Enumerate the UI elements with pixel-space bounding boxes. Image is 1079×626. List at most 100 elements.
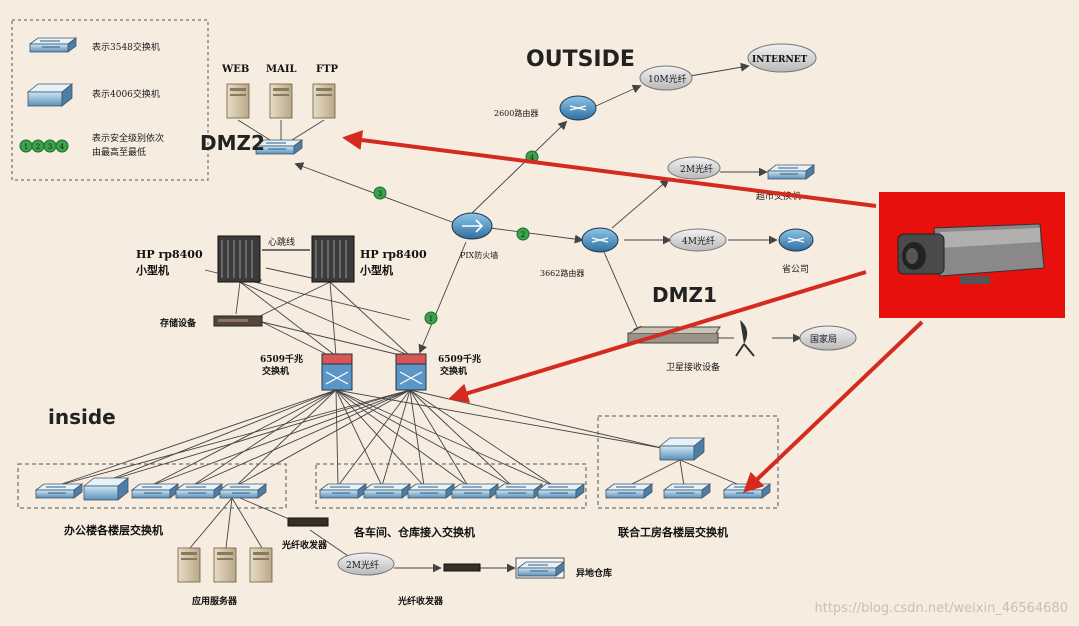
storage-device-icon <box>213 315 263 327</box>
server-label-web: WEB <box>221 64 249 75</box>
bureau-label: 国家局 <box>810 333 837 345</box>
legend-item-security-1: 表示安全级别依次 <box>92 132 164 144</box>
workshop-switch-group <box>315 463 587 509</box>
switch-icon <box>663 483 711 499</box>
joint-switches-label: 联合工房各楼层交换机 <box>618 525 728 539</box>
server-label-ftp: FTP <box>316 64 339 75</box>
hp-right-label-1: HP rp8400 <box>360 248 427 261</box>
core-switch-right-icon <box>395 353 427 391</box>
legend: 表示3548交换机 表示4006交换机 1 2 3 4 表示安全级别依次 由最高… <box>11 19 209 181</box>
storage-label: 存储设备 <box>160 317 197 329</box>
security-badge-dmz2: 3 <box>378 190 382 198</box>
hp-right-label-2: 小型机 <box>359 263 393 277</box>
fiber-tx-1-label: 光纤收发器 <box>281 539 328 551</box>
pix-firewall-label: PIX防火墙 <box>460 250 498 260</box>
switch-3548-icon <box>29 37 77 53</box>
office-switch-group <box>17 463 287 509</box>
legend-border <box>11 19 209 181</box>
satellite-dish-icon <box>735 320 755 357</box>
fiber-transceiver-icon <box>287 517 329 527</box>
link-4m-label: 4M光纤 <box>682 235 715 247</box>
core-left-label-2: 交换机 <box>262 365 289 377</box>
router-2600-label: 2600路由器 <box>494 108 538 118</box>
cloud-10m-icon <box>639 65 693 91</box>
watermark: https://blog.csdn.net/weixin_46564680 <box>814 601 1068 616</box>
legend-item-security-2: 由最高至最低 <box>92 146 146 158</box>
link-10m-label: 10M光纤 <box>648 73 687 85</box>
dmz2-label: DMZ2 <box>200 131 265 155</box>
security-badge-dmz1: 2 <box>521 231 525 239</box>
heartbeat-label: 心跳线 <box>268 236 295 248</box>
switch-icon <box>219 483 267 499</box>
dmz2-zone: WEB MAIL FTP DMZ2 <box>200 64 339 155</box>
warehouse-label: 异地仓库 <box>576 567 612 579</box>
hp-left-label-1: HP rp8400 <box>136 248 203 261</box>
bureau-cloud-icon <box>799 325 857 351</box>
red-arrows <box>342 130 924 493</box>
warehouse-switch-icon <box>515 557 565 579</box>
router-3662-label: 3662路由器 <box>540 268 584 278</box>
badge-digit: 3 <box>48 143 52 151</box>
camera-box <box>879 192 1065 318</box>
security-level-badges: 1 2 3 4 <box>19 139 69 153</box>
app-servers-label: 应用服务器 <box>192 595 238 607</box>
core-right-label-1: 6509千兆 <box>438 353 481 365</box>
ftp-server-icon <box>312 83 336 119</box>
fiber-transceiver-icon <box>443 563 481 572</box>
router-2600-icon <box>559 95 597 121</box>
branch-label: 省公司 <box>782 263 809 275</box>
switch-4006-icon <box>82 477 130 501</box>
cloud-4m-icon <box>669 228 727 252</box>
core-left-label-1: 6509千兆 <box>260 353 303 365</box>
pix-firewall-icon <box>451 212 493 240</box>
switch-icon <box>407 483 455 499</box>
joint-switch-group <box>597 415 779 509</box>
core-right-label-2: 交换机 <box>440 365 467 377</box>
office-switches-label: 办公楼各楼层交换机 <box>64 523 163 537</box>
workshop-switches-label: 各车间、仓库接入交换机 <box>353 525 475 539</box>
hp-server-left-icon <box>217 235 261 283</box>
switch-4006-icon <box>658 437 706 461</box>
internet-cloud-icon <box>747 43 817 73</box>
hp-left-label-2: 小型机 <box>135 263 169 277</box>
badge-digit: 4 <box>60 143 65 151</box>
switch-icon <box>537 483 585 499</box>
satellite-label: 卫星接收设备 <box>666 361 720 373</box>
connections <box>55 62 802 573</box>
app-server-icon <box>249 547 273 583</box>
badge-digit: 1 <box>24 143 28 151</box>
fiber-tx-2-label: 光纤收发器 <box>397 595 444 607</box>
branch-router-icon <box>778 228 814 252</box>
legend-item-4006: 表示4006交换机 <box>92 88 160 100</box>
shop-switch-icon <box>767 164 815 180</box>
dmz1-label: DMZ1 <box>652 283 717 307</box>
web-server-icon <box>226 83 250 119</box>
cloud-2m-top-icon <box>667 156 721 180</box>
link-2m-bottom-label: 2M光纤 <box>346 559 379 571</box>
app-server-icon <box>177 547 201 583</box>
switch-icon <box>319 483 367 499</box>
outside-zone: OUTSIDE 2600路由器 10M光纤 INTERNET 4 <box>494 43 817 164</box>
security-badge-outside: 4 <box>530 154 535 162</box>
switch-4006-icon <box>26 83 74 107</box>
switch-icon <box>131 483 179 499</box>
core-switch-left-icon <box>321 353 353 391</box>
outside-label: OUTSIDE <box>526 47 635 72</box>
hp-server-right-icon <box>311 235 355 283</box>
security-badge-inside: 1 <box>429 315 433 323</box>
app-server-icon <box>213 547 237 583</box>
cloud-2m-bottom-icon <box>337 552 395 576</box>
switch-icon <box>495 483 543 499</box>
mail-server-icon <box>269 83 293 119</box>
badge-digit: 2 <box>36 143 40 151</box>
inside-label: inside <box>48 405 116 429</box>
internet-label: INTERNET <box>752 55 808 65</box>
switch-icon <box>605 483 653 499</box>
link-2m-top-label: 2M光纤 <box>680 163 713 175</box>
legend-item-3548: 表示3548交换机 <box>92 41 160 53</box>
security-camera-icon <box>897 223 1045 284</box>
switch-icon <box>35 483 83 499</box>
router-3662-icon <box>581 227 619 253</box>
switch-icon <box>363 483 411 499</box>
server-label-mail: MAIL <box>266 64 297 75</box>
